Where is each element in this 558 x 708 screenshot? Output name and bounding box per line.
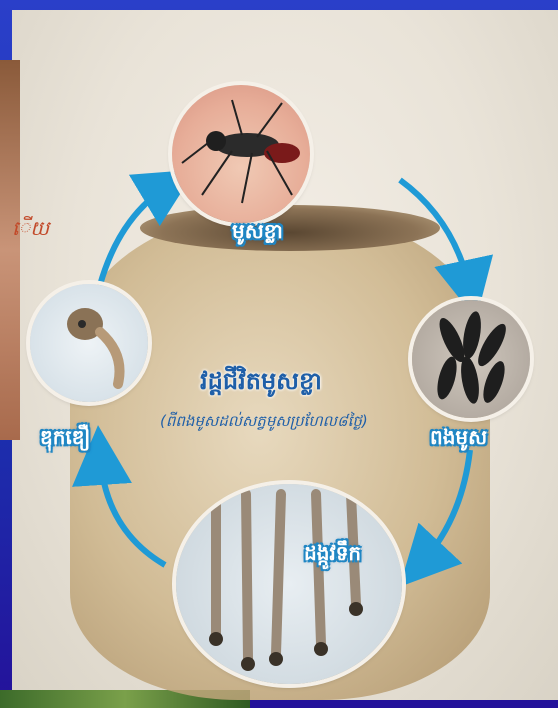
mosquito-icon	[172, 85, 310, 223]
eggs-icon	[412, 300, 530, 418]
stage-label-pupa: ឌុកឌឿ	[40, 424, 90, 454]
adult-mosquito-photo	[172, 85, 310, 223]
larva-icon	[176, 484, 402, 684]
larva-photo	[176, 484, 402, 684]
arrow-pupa-to-adult	[100, 185, 170, 285]
diagram-title: វដ្តជីវិតមូសខ្លា	[200, 366, 322, 401]
arrow-adult-to-eggs	[400, 180, 470, 290]
eggs-photo	[412, 300, 530, 418]
stage-label-eggs: ពងមូស	[430, 424, 487, 454]
arrow-eggs-to-larva	[420, 450, 470, 565]
pupa-icon	[30, 284, 148, 402]
diagram-subtitle: (ពីពងមូសដល់សត្វមូសប្រហែល៨ថ្ងៃ)	[160, 412, 368, 434]
stage-label-adult: មូសខ្លា	[232, 218, 283, 248]
arrow-larva-to-pupa	[100, 455, 165, 565]
pupa-photo	[30, 284, 148, 402]
stage-label-larva: ដង្កូវទឹក	[304, 540, 361, 570]
